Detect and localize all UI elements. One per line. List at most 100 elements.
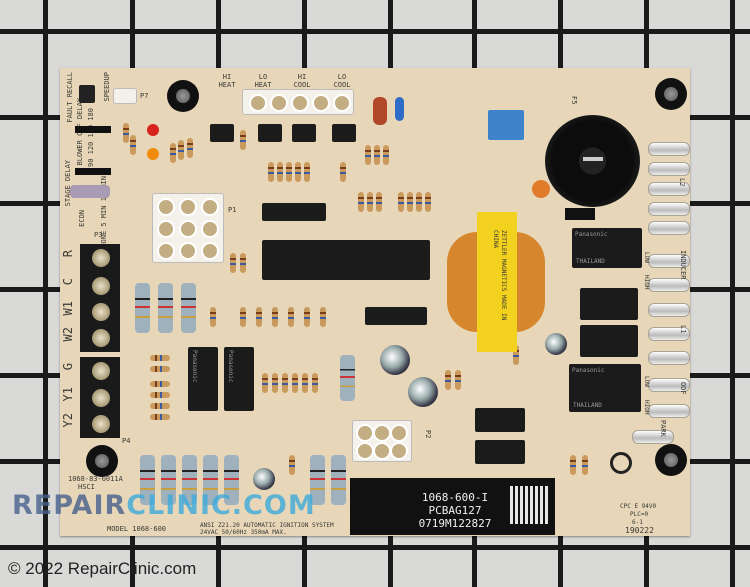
spade-terminal-park[interactable] xyxy=(632,430,674,444)
p7-connector xyxy=(113,88,137,104)
resistor xyxy=(398,192,404,212)
power-resistor xyxy=(158,283,173,333)
amber-led-icon xyxy=(147,148,159,160)
power-resistor xyxy=(181,283,196,333)
resistor xyxy=(256,307,262,327)
terminal-screw-w2[interactable] xyxy=(80,324,120,352)
odf-low-label: LOW xyxy=(643,376,650,387)
resistor xyxy=(170,143,176,163)
relay xyxy=(475,440,525,464)
resistor xyxy=(240,253,246,273)
spade-terminal-odf-high[interactable] xyxy=(648,404,690,418)
fuse xyxy=(70,185,110,198)
resistor xyxy=(272,307,278,327)
pressure-port xyxy=(583,157,603,161)
ansi-label: ANSI Z21.20 AUTOMATIC IGNITION SYSTEM xyxy=(200,522,334,529)
spade-terminal-l2[interactable] xyxy=(648,221,690,235)
resistor xyxy=(513,345,519,365)
spade-terminal-inducer-high[interactable] xyxy=(648,278,690,292)
pressure-switch xyxy=(545,115,640,207)
p2-connector xyxy=(352,420,412,462)
speedup-label: SPEEDUP xyxy=(103,72,111,102)
resistor xyxy=(358,192,364,212)
resistor xyxy=(367,192,373,212)
resistor xyxy=(340,162,346,182)
relay-origin: THAILAND xyxy=(573,402,602,409)
power-resistor xyxy=(161,455,176,505)
resistor xyxy=(374,145,380,165)
spade-terminal-l1[interactable] xyxy=(648,303,690,317)
resistor xyxy=(288,307,294,327)
power-resistor xyxy=(140,455,155,505)
resistor xyxy=(210,307,216,327)
l2-label: L2 xyxy=(678,178,686,187)
spade-terminal-inducer-low[interactable] xyxy=(648,254,690,268)
resistor xyxy=(268,162,274,182)
resistor xyxy=(178,140,184,160)
resistor xyxy=(302,373,308,393)
terminal-label-y2: Y2 xyxy=(61,413,75,428)
relay xyxy=(475,408,525,432)
resistor xyxy=(582,455,588,475)
power-resistor xyxy=(135,283,150,333)
resistor xyxy=(150,414,170,420)
resistor xyxy=(292,373,298,393)
lo-heat-label: LO HEAT xyxy=(254,73,272,89)
relay-odf: Panasonic THAILAND xyxy=(569,364,641,412)
resistor xyxy=(376,192,382,212)
fault-recall-button[interactable] xyxy=(79,85,95,103)
spade-terminal-l2[interactable] xyxy=(648,182,690,196)
rating-label: 24VAC 50/60Hz 350mA MAX. xyxy=(200,529,287,536)
resistor xyxy=(304,307,310,327)
resistor xyxy=(150,392,170,398)
spade-terminal-l1[interactable] xyxy=(648,327,690,341)
grid-line xyxy=(0,29,750,34)
resistor xyxy=(312,373,318,393)
relay-inducer: Panasonic THAILAND xyxy=(572,228,642,268)
terminal-screw-g[interactable] xyxy=(80,357,120,385)
resistor xyxy=(240,307,246,327)
lo-cool-label: LO COOL xyxy=(333,73,351,89)
grid-line xyxy=(43,0,48,587)
spade-terminal-odf-low[interactable] xyxy=(648,378,690,392)
sticker-line-2: PCBAG127 xyxy=(428,504,482,517)
repairclinic-watermark: REPAIRCLINIC.COM xyxy=(12,492,316,520)
film-capacitor xyxy=(373,97,387,125)
blower-delay-jumper[interactable] xyxy=(75,126,111,133)
inducer-high-label: HIGH xyxy=(643,275,650,290)
power-resistor xyxy=(224,455,239,505)
terminal-screw-r[interactable] xyxy=(80,244,120,272)
rev-label: 6-1 xyxy=(632,519,643,526)
stage-delay-jumper[interactable] xyxy=(75,168,111,175)
terminal-screw-y1[interactable] xyxy=(80,384,120,412)
spade-terminal-l2[interactable] xyxy=(648,142,690,156)
relay-brand: Panasonic xyxy=(191,350,198,383)
p3-label: P3 xyxy=(94,231,103,239)
varistor xyxy=(395,97,404,121)
relay-l1b xyxy=(580,325,638,357)
optocoupler xyxy=(292,124,316,142)
grid-line xyxy=(730,0,735,587)
optocoupler xyxy=(332,124,356,142)
watermark-part-1: REPAIR xyxy=(12,490,127,521)
sticker-line-3: 0719M122827 xyxy=(418,517,492,530)
odf-high-label: HIGH xyxy=(643,400,650,415)
sticker-line-1: 1068-600-I xyxy=(421,491,489,504)
terminal-screw-w1[interactable] xyxy=(80,298,120,326)
terminal-screw-c[interactable] xyxy=(80,272,120,300)
electrolytic-capacitor xyxy=(545,333,567,355)
mounting-hole xyxy=(655,78,687,110)
terminal-label-r: R xyxy=(61,250,75,258)
spade-terminal-l1[interactable] xyxy=(648,351,690,365)
optocoupler xyxy=(210,124,234,142)
park-label: PARK xyxy=(659,420,667,437)
plc-label: PLC=0 xyxy=(630,511,649,518)
datamatrix-code xyxy=(510,486,548,524)
blower-options-label: 90 120 150 180 xyxy=(87,108,95,168)
spade-terminal-l2[interactable] xyxy=(648,202,690,216)
resistor xyxy=(150,355,170,361)
terminal-screw-y2[interactable] xyxy=(80,410,120,438)
hi-heat-label: HI HEAT xyxy=(218,73,236,89)
resistor xyxy=(286,162,292,182)
spade-terminal-l2[interactable] xyxy=(648,162,690,176)
